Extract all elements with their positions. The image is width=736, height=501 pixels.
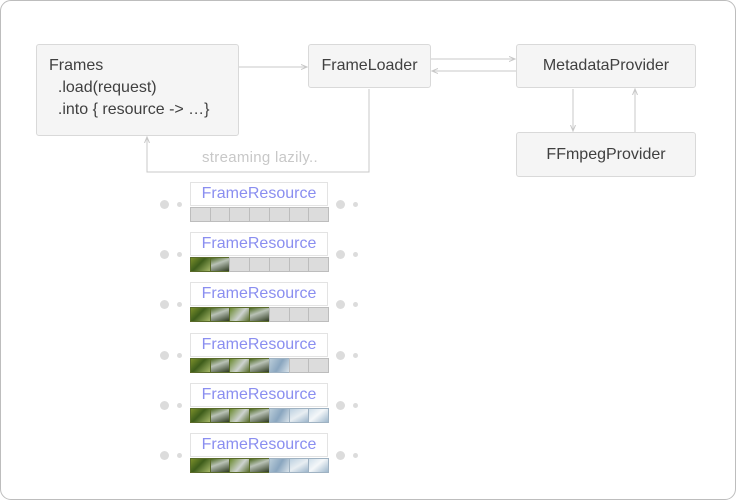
frame-thumbnail [288,408,310,423]
ellipsis-dot [336,249,345,259]
frame-resource: FrameResource [190,333,330,375]
frame-strip [190,257,330,272]
frame-thumbnail [190,358,211,373]
empty-frame-slot [308,307,330,322]
frame-resource-label: FrameResource [190,232,328,256]
empty-frame-slot [268,257,290,272]
frames-line-3: .into { resource -> …} [49,101,210,118]
streaming-label: streaming lazily.. [202,149,318,166]
empty-frame-slot [268,307,290,322]
arrow-streaming-loop [147,89,370,173]
frame-thumbnail [190,408,211,423]
frame-thumbnail [209,358,231,373]
frames-code-box: Frames .load(request) .into { resource -… [36,44,239,136]
ellipsis-dot [160,299,169,309]
empty-frame-slot [190,207,211,222]
ellipsis-dot [177,352,182,358]
frame-resource: FrameResource [190,232,330,274]
frame-strip [190,358,330,373]
frame-resource: FrameResource [190,182,330,224]
frame-thumbnail [190,458,211,473]
frame-thumbnail [288,458,310,473]
frame-thumbnail [229,408,251,423]
ellipsis-dot [336,199,345,209]
frame-resource-label: FrameResource [190,333,328,357]
empty-frame-slot [268,207,290,222]
frame-thumbnail [229,358,251,373]
frame-thumbnail [190,257,211,272]
frame-strip [190,307,330,322]
ellipsis-dot [353,452,358,458]
ellipsis-dot [160,450,169,460]
frame-thumbnail [190,307,211,322]
frame-resource: FrameResource [190,383,330,425]
frame-resource-label: FrameResource [190,433,328,457]
frame-loader-box: FrameLoader [308,44,431,88]
frame-loader-label: FrameLoader [321,57,418,74]
frame-thumbnail [209,307,231,322]
frame-thumbnail [229,458,251,473]
empty-frame-slot [288,257,310,272]
frame-thumbnail [209,257,231,272]
frame-resource-label: FrameResource [190,282,328,306]
empty-frame-slot [249,257,270,272]
empty-frame-slot [249,207,270,222]
empty-frame-slot [308,207,330,222]
frame-strip [190,207,330,222]
frame-resource: FrameResource [190,282,330,324]
ffmpeg-provider-label: FFmpegProvider [546,145,666,163]
frame-thumbnail [249,458,270,473]
frame-thumbnail [249,307,270,322]
frame-thumbnail [209,408,231,423]
metadata-provider-label: MetadataProvider [542,57,670,74]
frame-strip [190,458,330,473]
frame-resource-label: FrameResource [190,182,328,206]
empty-frame-slot [209,207,231,222]
ellipsis-dot [177,452,182,458]
frame-thumbnail [268,358,290,373]
ellipsis-dot [160,249,169,259]
frame-strip [190,408,330,423]
ellipsis-dot [353,201,358,207]
ellipsis-dot [160,199,169,209]
ellipsis-dot [353,251,358,257]
ellipsis-dot [177,402,182,408]
frames-line-1: Frames [49,57,104,74]
ellipsis-dot [336,299,345,309]
frame-thumbnail [229,307,251,322]
empty-frame-slot [229,257,251,272]
metadata-provider-box: MetadataProvider [516,44,696,88]
ellipsis-dot [336,350,345,360]
ellipsis-dot [336,450,345,460]
ellipsis-dot [177,301,182,307]
ffmpeg-provider-box: FFmpegProvider [516,132,696,177]
empty-frame-slot [229,207,251,222]
ellipsis-dot [177,251,182,257]
frame-thumbnail [308,408,330,423]
frame-thumbnail [308,458,330,473]
frame-resource-label: FrameResource [190,383,328,407]
ellipsis-dot [353,402,358,408]
frame-thumbnail [268,408,290,423]
frame-thumbnail [268,458,290,473]
ellipsis-dot [353,301,358,307]
ellipsis-dot [336,400,345,410]
empty-frame-slot [288,307,310,322]
frame-resource: FrameResource [190,433,330,475]
ellipsis-dot [177,201,182,207]
empty-frame-slot [288,207,310,222]
frame-thumbnail [209,458,231,473]
empty-frame-slot [288,358,310,373]
empty-frame-slot [308,358,330,373]
empty-frame-slot [308,257,330,272]
frames-line-2: .load(request) [49,79,157,96]
frame-thumbnail [249,408,270,423]
ellipsis-dot [160,400,169,410]
ellipsis-dot [160,350,169,360]
ellipsis-dot [353,352,358,358]
frame-thumbnail [249,358,270,373]
